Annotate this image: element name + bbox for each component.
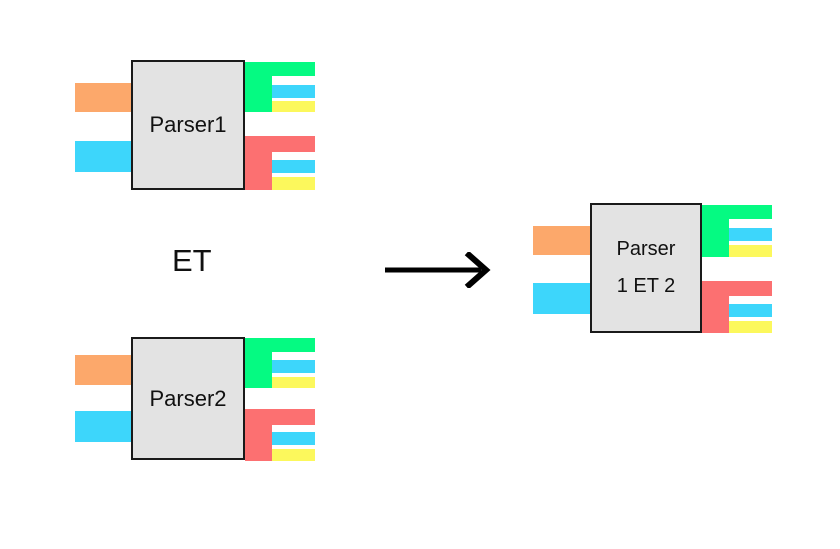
result-output-bar-cyan	[729, 228, 772, 241]
transform-arrow	[385, 252, 491, 288]
parser1-output-bar-cyan	[272, 85, 315, 98]
parser2-output-bar-cyan	[272, 360, 315, 373]
result-output-bar-salmon	[702, 281, 772, 296]
result-output-bar-yellow	[729, 245, 772, 257]
parser2-output-bar-green	[245, 338, 315, 352]
result-output-bar-cyan	[729, 304, 772, 317]
parser2-label: Parser2	[149, 385, 227, 411]
result-parser-label-line2: 1 ET 2	[616, 275, 676, 297]
result-output-bar-yellow	[729, 321, 772, 333]
result-input-orange	[533, 226, 593, 255]
result-output-bar-green	[702, 205, 772, 219]
parser2-input-cyan	[75, 411, 135, 442]
parser1-input-orange	[75, 83, 135, 112]
parser2-output-bar-yellow	[272, 377, 315, 388]
parser2-box[interactable]: Parser2	[131, 337, 245, 460]
parser1-output-bar-cyan	[272, 160, 315, 173]
parser2-input-orange	[75, 355, 135, 385]
parser1-output-bar-green	[245, 62, 315, 76]
parser2-output-bar-cyan	[272, 432, 315, 445]
parser1-output-bar-yellow	[272, 101, 315, 112]
parser1-output-bar-yellow	[272, 177, 315, 190]
parser1-input-cyan	[75, 141, 135, 172]
result-parser-box[interactable]: Parser 1 ET 2	[590, 203, 702, 333]
operator-label-et: ET	[172, 243, 212, 278]
parser2-output-bar-salmon	[245, 409, 315, 425]
parser1-output-bar-salmon	[245, 136, 315, 152]
parser2-output-bar-yellow	[272, 449, 315, 461]
parser1-box[interactable]: Parser1	[131, 60, 245, 190]
parser1-label: Parser1	[149, 112, 227, 138]
result-parser-label-line1: Parser	[616, 238, 676, 260]
result-input-cyan	[533, 283, 593, 314]
